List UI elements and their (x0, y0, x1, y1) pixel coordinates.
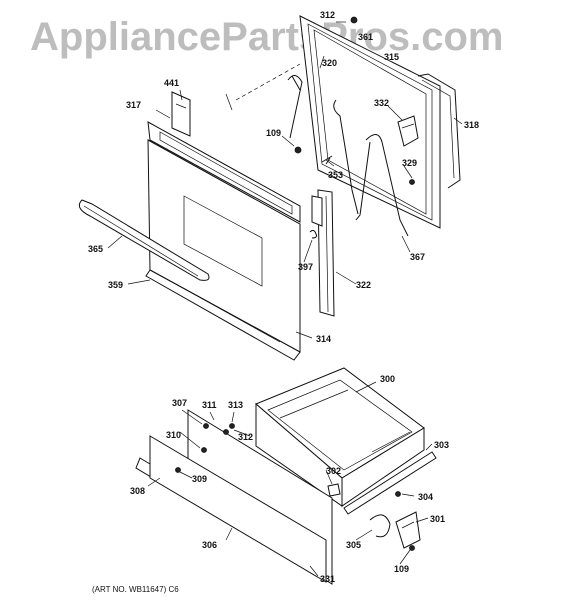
drawer-wire-305 (369, 514, 391, 538)
callout-304: 304 (418, 492, 433, 502)
callout-312: 312 (320, 10, 335, 20)
door-side-bracket (311, 195, 323, 227)
drawer-small-parts (175, 423, 415, 551)
callout-311: 311 (202, 400, 217, 410)
callout-109b: 109 (394, 564, 409, 574)
drawer-rail (343, 451, 437, 515)
door-top-trim (147, 121, 301, 223)
callout-365: 365 (88, 244, 103, 254)
art-number: (ART NO. WB11647) C6 (92, 585, 179, 594)
callout-329: 329 (402, 158, 417, 168)
callout-labels: 312 361 320 315 441 317 332 318 109 329 … (88, 10, 479, 584)
callout-317: 317 (126, 100, 141, 110)
callout-301: 301 (430, 514, 445, 524)
callout-313: 313 (228, 400, 243, 410)
door-glass-panel (299, 15, 441, 229)
callout-332: 332 (374, 98, 389, 108)
callout-314: 314 (316, 334, 331, 344)
callout-302: 302 (326, 466, 341, 476)
door-hinge-brackets (287, 75, 409, 237)
callout-320: 320 (322, 58, 337, 68)
door-gasket (417, 73, 461, 189)
callout-310: 310 (166, 430, 181, 440)
door-frame-clip (397, 115, 419, 147)
callout-306: 306 (202, 540, 217, 550)
drawer-bracket-301 (395, 511, 421, 549)
callout-109: 109 (266, 128, 281, 138)
callout-318: 318 (464, 120, 479, 130)
small-spring-397 (309, 229, 317, 239)
callout-309: 309 (192, 474, 207, 484)
callout-322: 322 (356, 280, 371, 290)
drawer-front-trim (135, 435, 327, 583)
door-hinge-441 (171, 91, 191, 137)
door-bottom-trim (145, 269, 301, 361)
callout-312b: 312 (238, 432, 253, 442)
callout-367: 367 (410, 252, 425, 262)
door-handle (78, 199, 210, 281)
callout-361: 361 (358, 32, 373, 42)
callout-331: 331 (320, 574, 335, 584)
drawer-body (255, 367, 425, 507)
callout-300: 300 (380, 374, 395, 384)
callout-303: 303 (434, 440, 449, 450)
callout-leaders (107, 21, 463, 577)
callout-359: 359 (108, 280, 123, 290)
upper-dashed-guides (225, 63, 301, 111)
watermark-text: AppliancePartsPros.com (30, 15, 504, 59)
callout-308: 308 (130, 486, 145, 496)
callout-315: 315 (384, 52, 399, 62)
callout-397: 397 (298, 262, 313, 272)
callout-305: 305 (346, 540, 361, 550)
callout-441: 441 (164, 78, 179, 88)
callout-307: 307 (172, 398, 187, 408)
callout-353: 353 (328, 170, 343, 180)
door-small-screws (294, 16, 415, 185)
